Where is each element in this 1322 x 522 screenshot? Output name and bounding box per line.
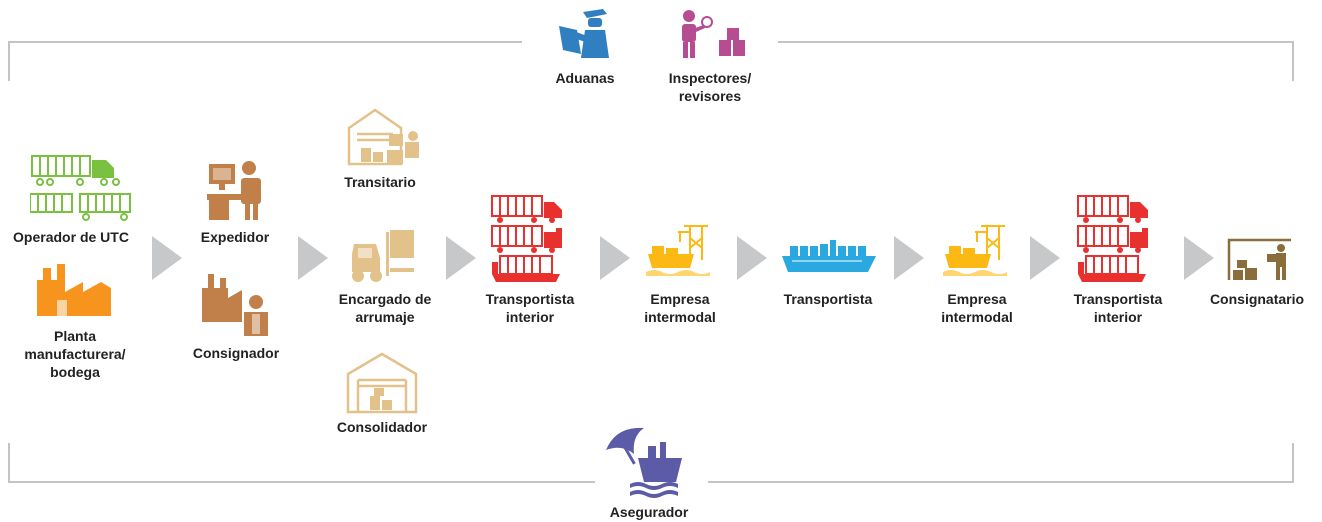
intermodal-1-label-line2: intermodal	[644, 309, 716, 325]
dispatcher-label: Expedidor	[200, 229, 270, 245]
intermodal-2-label-line2: intermodal	[941, 309, 1013, 325]
warehouse-icon	[346, 352, 418, 414]
plant-label-line3: bodega	[50, 364, 100, 380]
port-crane-ship-icon	[646, 225, 710, 276]
flow-arrow-4	[600, 236, 630, 280]
container-ship-icon	[782, 240, 876, 272]
consignee-label: Consignatario	[1209, 291, 1305, 307]
inland-carrier-2-label-line1: Transportista	[1073, 291, 1163, 307]
customs-label: Aduanas	[555, 70, 615, 86]
port-crane-ship-icon	[943, 225, 1007, 276]
forklift-icon	[352, 230, 414, 282]
flow-arrow-7	[1030, 236, 1060, 280]
bottom-bracket-right	[708, 443, 1294, 483]
stower-label-line2: arrumaje	[355, 309, 415, 325]
intermodal-1-label-line1: Empresa	[650, 291, 710, 307]
receiving-warehouse-icon	[1227, 238, 1291, 280]
inspector-icon	[682, 10, 745, 58]
factory-icon	[37, 264, 111, 316]
inland-carrier-2-label-line2: interior	[1093, 309, 1143, 325]
inspectors-label-line1: Inspectores/	[668, 70, 752, 86]
flow-arrow-1	[152, 236, 182, 280]
top-bracket-left	[8, 41, 522, 81]
truck-train-barge-icon	[491, 195, 562, 282]
plant-label-line2: manufacturera/	[24, 346, 126, 362]
forwarder-label: Transitario	[344, 174, 416, 190]
stower-label-line1: Encargado de	[338, 291, 432, 307]
utc-operator-label: Operador de UTC	[13, 229, 129, 245]
umbrella-ship-icon	[606, 427, 682, 498]
top-bracket-right	[778, 41, 1294, 81]
consolidator-label: Consolidador	[336, 419, 428, 435]
truck-train-icon	[30, 155, 131, 221]
flow-arrow-3	[446, 236, 476, 280]
warehouse-worker-icon	[347, 108, 419, 166]
inspectors-label-line2: revisores	[678, 88, 742, 104]
truck-train-barge-icon	[1077, 195, 1148, 282]
flow-arrow-8	[1184, 236, 1214, 280]
customs-officer-icon	[559, 9, 609, 58]
carrier-label: Transportista	[783, 291, 873, 307]
bottom-bracket-left	[8, 443, 595, 483]
plant-label-line1: Planta	[53, 328, 96, 344]
flow-arrow-6	[894, 236, 924, 280]
flow-arrow-2	[298, 236, 328, 280]
shipper-factory-icon	[202, 274, 268, 336]
shipper-label: Consignador	[192, 345, 280, 361]
inland-carrier-1-label-line1: Transportista	[485, 291, 575, 307]
inland-carrier-1-label-line2: interior	[505, 309, 555, 325]
flow-arrow-5	[737, 236, 767, 280]
desk-worker-icon	[207, 161, 261, 220]
insurer-label: Asegurador	[609, 504, 689, 520]
intermodal-2-label-line1: Empresa	[947, 291, 1007, 307]
